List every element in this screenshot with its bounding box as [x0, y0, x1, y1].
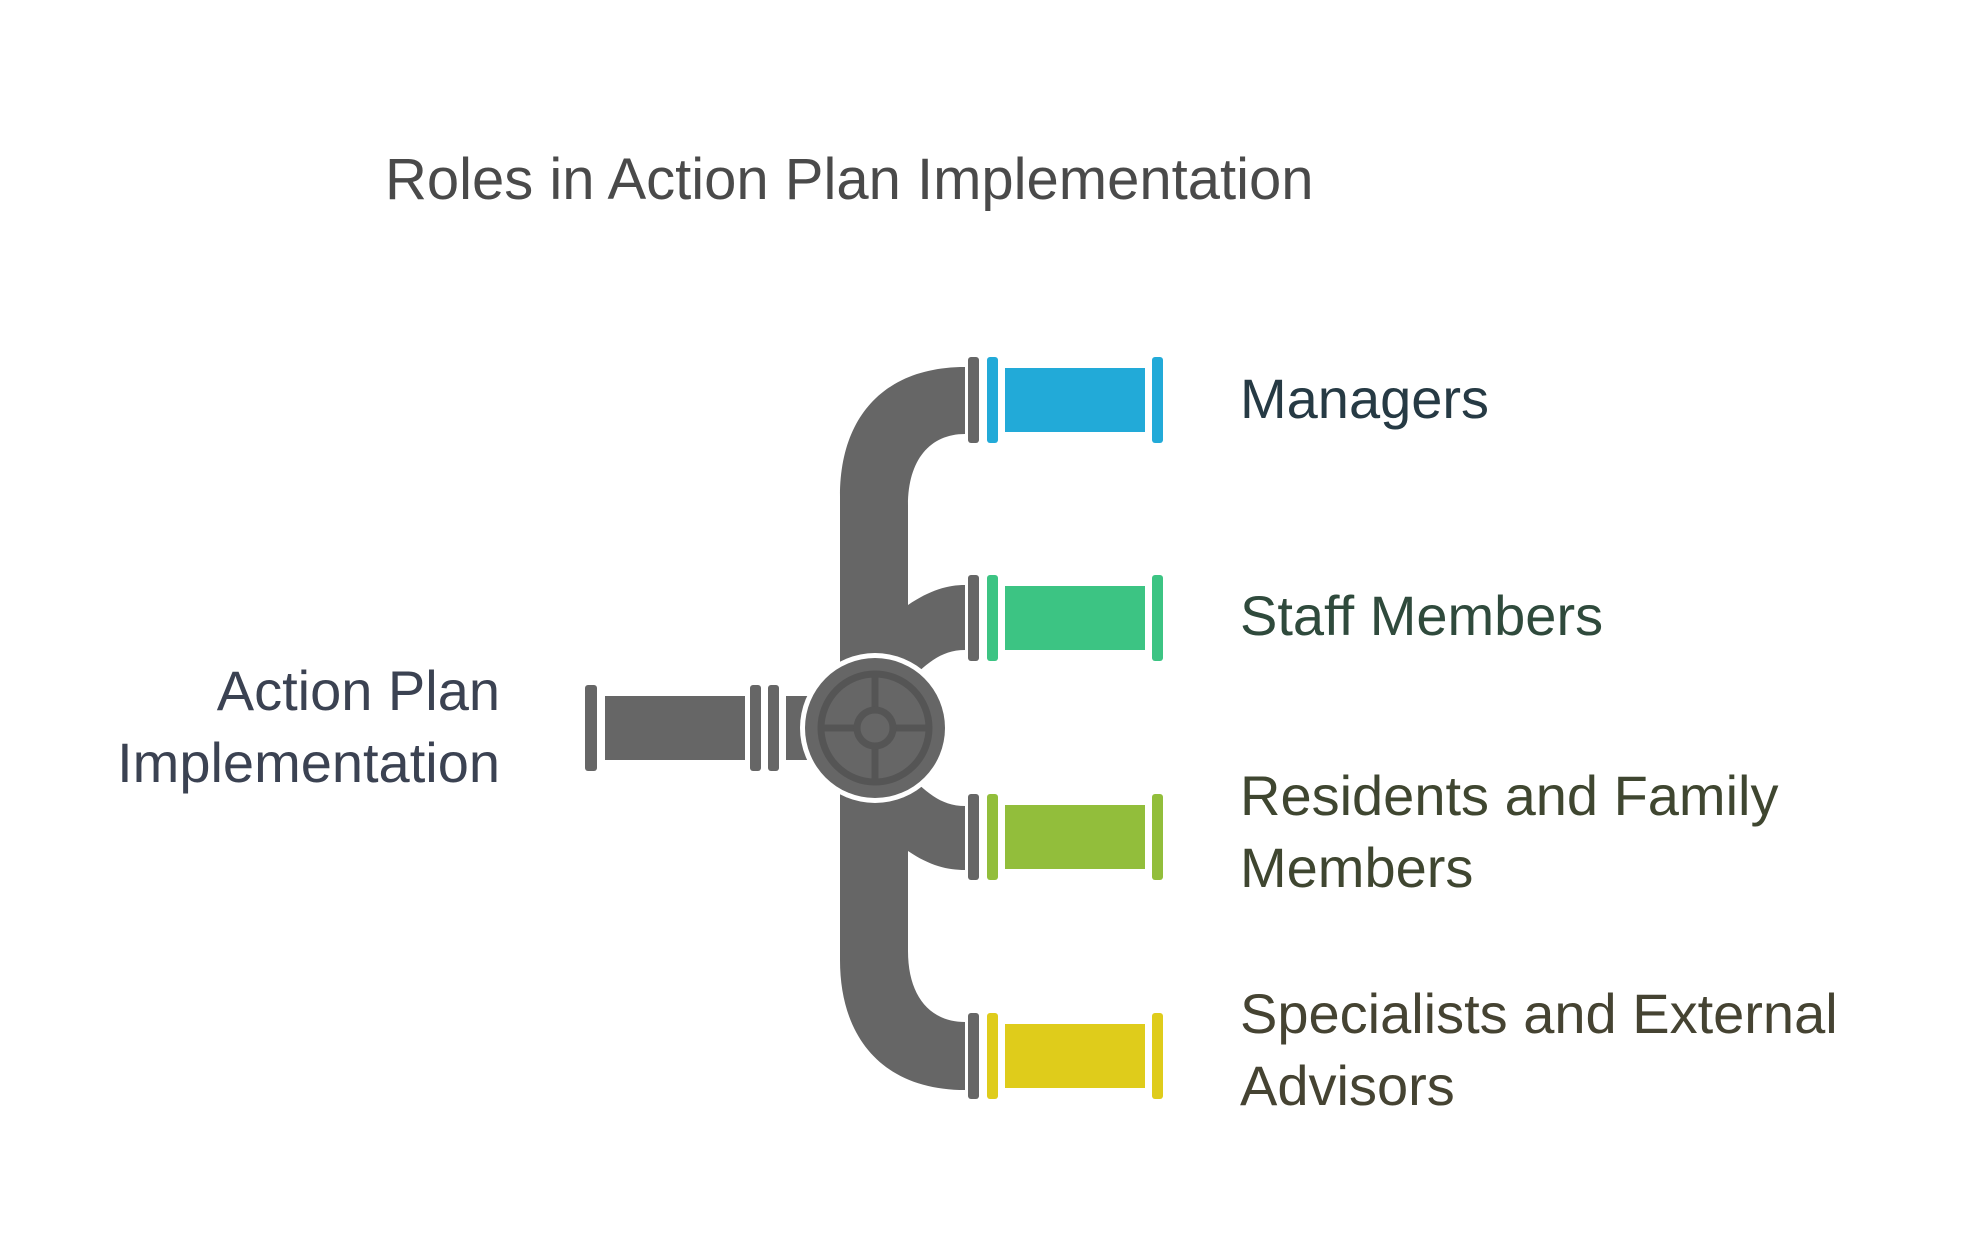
branch-pipe: [1005, 586, 1145, 650]
role-branch-4: [968, 1013, 1163, 1099]
pipe-elbow-upper: [905, 585, 965, 685]
branch-end-flange: [1152, 357, 1163, 443]
valve-wheel-icon: [800, 653, 950, 803]
branch-flange-color: [987, 357, 998, 443]
branch-pipe: [1005, 368, 1145, 432]
role-branch-1: [968, 357, 1163, 443]
source-label-line2: Implementation: [117, 731, 500, 794]
source-label: Action Plan Implementation: [40, 655, 500, 799]
branch-flange-gray: [968, 575, 979, 661]
role-branch-3: [968, 794, 1163, 880]
role-label-specialists-advisors: Specialists and External Advisors: [1240, 982, 1838, 1117]
source-flange-2: [768, 685, 779, 771]
branch-flange-gray: [968, 1013, 979, 1099]
branch-end-flange: [1152, 1013, 1163, 1099]
role-label-staff-members: Staff Members: [1240, 584, 1604, 647]
role-label-managers: Managers: [1240, 367, 1490, 430]
hub-center: [853, 706, 897, 750]
role-label-residents-family: Residents and Family Members: [1240, 764, 1779, 899]
branch-pipe: [1005, 1024, 1145, 1088]
source-flange-1: [750, 685, 761, 771]
hub-body: [805, 658, 945, 798]
pipe-elbow-lower: [905, 771, 965, 870]
branch-flange-color: [987, 1013, 998, 1099]
branch-pipe: [1005, 805, 1145, 869]
source-pipe: [585, 685, 816, 771]
branch-flange-gray: [968, 794, 979, 880]
branch-flange-gray: [968, 357, 979, 443]
branch-flange-color: [987, 794, 998, 880]
branch-end-flange: [1152, 575, 1163, 661]
source-pipe-body: [605, 696, 745, 760]
branch-flange-color: [987, 575, 998, 661]
role-branch-2: [968, 575, 1163, 661]
branch-end-flange: [1152, 794, 1163, 880]
diagram-title: Roles in Action Plan Implementation: [385, 147, 1314, 212]
source-label-line1: Action Plan: [216, 659, 500, 722]
source-end-flange: [585, 685, 597, 771]
role-branches: [968, 357, 1163, 1099]
